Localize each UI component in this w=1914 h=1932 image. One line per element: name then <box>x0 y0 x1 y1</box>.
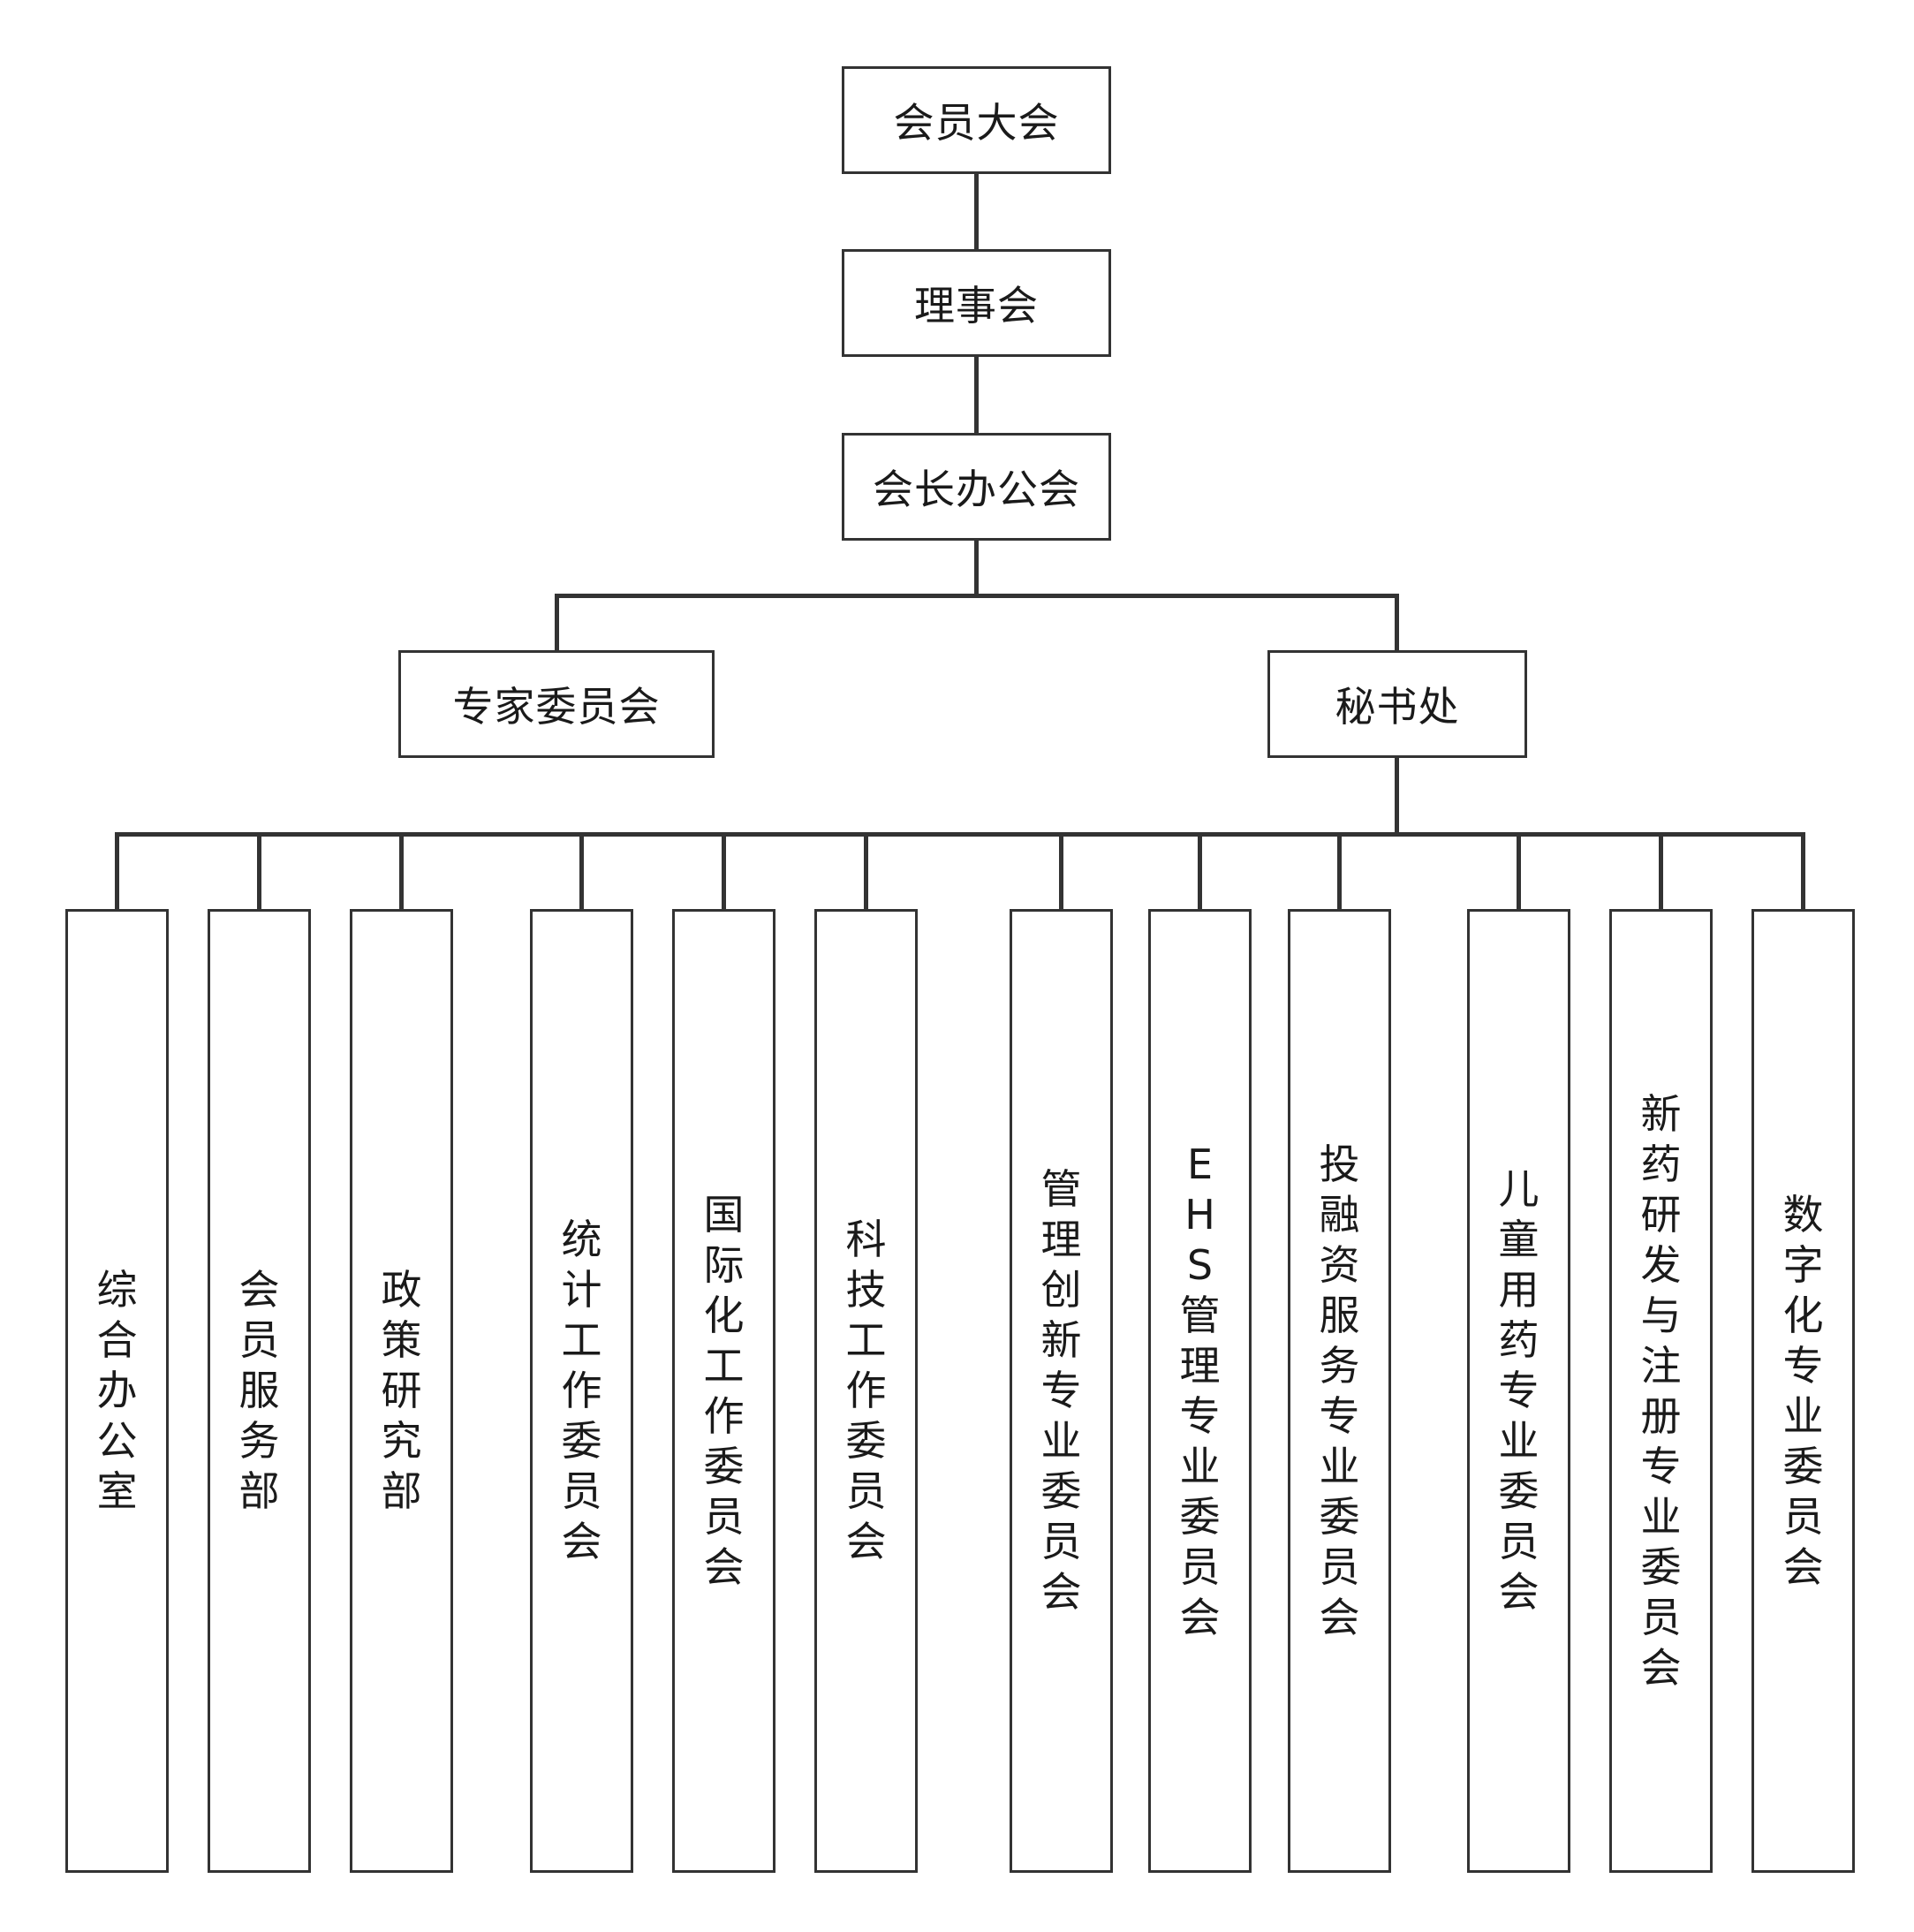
department-box: 数字化专业委员会 <box>1751 909 1855 1873</box>
connector-assembly-council <box>974 172 979 250</box>
connector-dept-10 <box>1517 832 1521 910</box>
expert-committee-box: 专家委员会 <box>398 650 715 758</box>
connector-dept-bar <box>115 832 1805 837</box>
department-label: 政策研究部 <box>381 1266 422 1515</box>
connector-dept-4 <box>579 832 584 910</box>
connector-dept-1 <box>115 832 119 910</box>
department-label: 儿童用药专业委员会 <box>1498 1165 1540 1616</box>
department-label: 投融资服务专业委员会 <box>1319 1140 1360 1641</box>
department-label: 管理创新专业委员会 <box>1040 1165 1082 1616</box>
connector-to-secretariat <box>1395 594 1399 651</box>
secretariat-box: 秘书处 <box>1267 650 1527 758</box>
connector-council-office <box>974 356 979 434</box>
connector-dept-12 <box>1801 832 1805 910</box>
connector-dept-9 <box>1337 832 1342 910</box>
department-box: 科技工作委员会 <box>814 909 918 1873</box>
department-label: 新药研发与注册专业委员会 <box>1640 1089 1682 1692</box>
connector-dept-7 <box>1059 832 1063 910</box>
connector-dept-6 <box>864 832 868 910</box>
department-label: EHS管理专业委员会 <box>1179 1140 1221 1641</box>
connector-to-expert <box>555 594 559 651</box>
department-label: 科技工作委员会 <box>845 1216 887 1565</box>
president-office-box: 会长办公会 <box>842 433 1111 541</box>
connector-office-down <box>974 540 979 596</box>
department-label: 国际化工作委员会 <box>703 1190 745 1591</box>
connector-dept-3 <box>399 832 404 910</box>
connector-dept-5 <box>722 832 726 910</box>
department-box: 儿童用药专业委员会 <box>1467 909 1570 1873</box>
connector-dept-8 <box>1198 832 1202 910</box>
general-assembly-label: 会员大会 <box>893 99 1060 147</box>
department-box: EHS管理专业委员会 <box>1148 909 1252 1873</box>
department-label: 数字化专业委员会 <box>1782 1190 1824 1591</box>
general-assembly-box: 会员大会 <box>842 66 1111 174</box>
department-label: 会员服务部 <box>238 1266 280 1515</box>
secretariat-label: 秘书处 <box>1335 683 1460 731</box>
department-label: 综合办公室 <box>96 1266 138 1515</box>
expert-committee-label: 专家委员会 <box>452 683 661 731</box>
department-box: 投融资服务专业委员会 <box>1288 909 1391 1873</box>
department-box: 综合办公室 <box>65 909 169 1873</box>
council-label: 理事会 <box>914 282 1039 330</box>
connector-dept-2 <box>257 832 261 910</box>
department-box: 管理创新专业委员会 <box>1010 909 1113 1873</box>
department-label: 统计工作委员会 <box>561 1216 602 1565</box>
connector-branch-bar <box>555 594 1399 598</box>
department-box: 统计工作委员会 <box>530 909 633 1873</box>
department-box: 政策研究部 <box>350 909 453 1873</box>
council-box: 理事会 <box>842 249 1111 357</box>
department-box: 会员服务部 <box>208 909 311 1873</box>
connector-dept-11 <box>1659 832 1663 910</box>
connector-secretariat-down <box>1395 757 1399 836</box>
department-box: 新药研发与注册专业委员会 <box>1609 909 1713 1873</box>
department-box: 国际化工作委员会 <box>672 909 775 1873</box>
president-office-label: 会长办公会 <box>873 466 1080 513</box>
